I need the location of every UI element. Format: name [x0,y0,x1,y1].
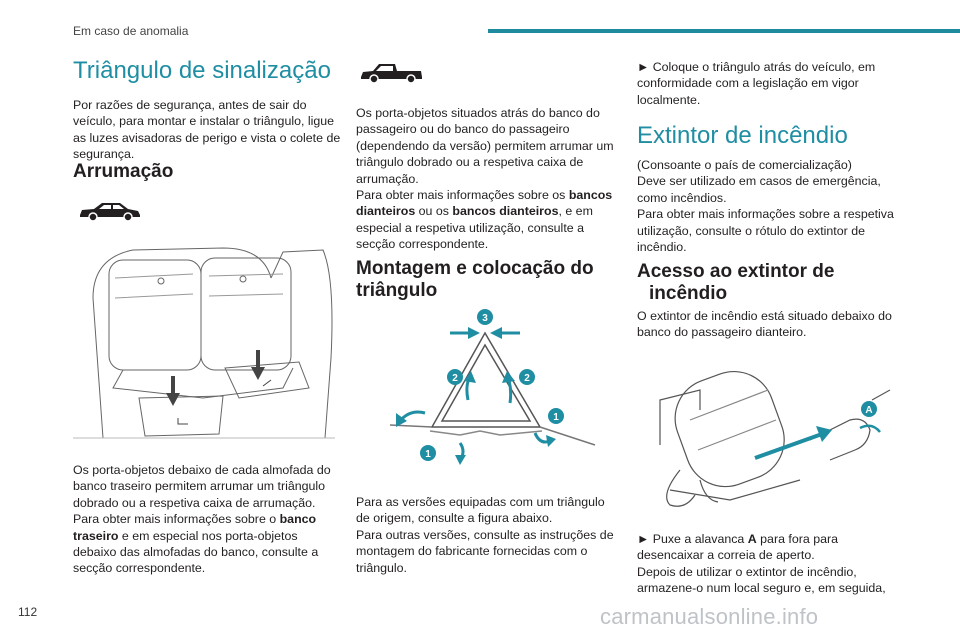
heading-line-1: Acesso ao extintor de [637,261,835,282]
text-run: para fora para desencaixar a correia de … [637,532,838,563]
header-accent-bar [488,29,960,33]
storage-paragraph-2: Para obter mais informações sobre o banc… [73,511,341,577]
storage-paragraph-1: Os porta-objetos debaixo de cada almofad… [73,463,331,510]
front-storage-text: Os porta-objetos situados atrás do banco… [356,105,618,253]
text-run: ► Puxe a alavanca [637,532,748,546]
running-header: Em caso de anomalia [73,24,189,38]
text-run: Para obter mais informações sobre o [73,512,280,527]
pull-lever-step: ► Puxe a alavanca A para fora para desen… [637,531,899,564]
emphasis-lever-a: A [747,532,757,546]
rear-seat-storage-illustration [73,247,335,439]
diagram-step-label: 2 [452,373,458,384]
diagram-step-label: 3 [482,313,488,324]
extinguisher-text: (Consoante o país de comercialização) De… [637,157,899,255]
front-storage-paragraph-1: Os porta-objetos situados atrás do banco… [356,106,614,186]
triangle-assembly-diagram: 3 2 2 1 1 [389,309,596,465]
diagram-step-label: 2 [524,373,530,384]
extinguisher-access-heading: Acesso ao extintor de incêndio [637,261,899,305]
storage-text: Os porta-objetos debaixo de cada almofad… [73,462,341,577]
emphasis-rear-seat: banco traseiro [73,512,317,543]
page-number: 112 [18,605,38,619]
triangle-section-title: Triângulo de sinalização [73,57,331,84]
watermark: carmanualsonline.info [600,604,819,629]
storage-heading: Arrumação [73,161,174,182]
extinguisher-section-title: Extintor de incêndio [637,122,848,149]
text-run: Para obter mais informações sobre os [356,188,569,203]
assembly-heading: Montagem e colocação do triângulo [356,258,594,301]
original-triangle-text: Para as versões equipadas com um triângu… [356,494,618,576]
text-run: ou os [415,204,453,219]
triangle-intro: Por razões de segurança, antes de sair d… [73,98,341,162]
extinguisher-usage: Deve ser utilizado em casos de emergênci… [637,174,881,205]
original-triangle-paragraph-2: Para outras versões, consulte as instruç… [356,527,614,575]
extinguisher-country-note: (Consoante o país de comercialização) [637,158,852,172]
pickup-truck-icon [361,64,422,84]
sedan-car-icon [80,203,140,222]
emphasis-front-seats: bancos dianteiros [452,204,559,219]
text-run: e em especial nos porta-objetos debaixo … [73,528,319,576]
diagram-step-label: 1 [553,412,559,423]
lever-label-a: A [865,405,872,416]
emphasis-front-seats: bancos dianteiros [356,188,613,219]
diagram-step-label: 1 [425,449,431,460]
original-triangle-paragraph-1: Para as versões equipadas com um triângu… [356,495,605,526]
extinguisher-steps: ► Puxe a alavanca A para fora para desen… [637,531,899,597]
text-run: , e em especial a respetiva utilização, … [356,204,593,252]
after-use-note: Depois de utilizar o extintor de incêndi… [637,564,886,596]
place-triangle-step: ► Coloque o triângulo atrás do veículo, … [637,60,876,107]
front-storage-paragraph-2: Para obter mais informações sobre os ban… [356,187,618,253]
heading-line-2: incêndio [649,283,728,304]
extinguisher-info: Para obter mais informações sobre a resp… [637,207,894,255]
extinguisher-location: O extintor de incêndio está situado deba… [637,309,892,340]
fire-extinguisher-illustration: A [659,370,891,507]
